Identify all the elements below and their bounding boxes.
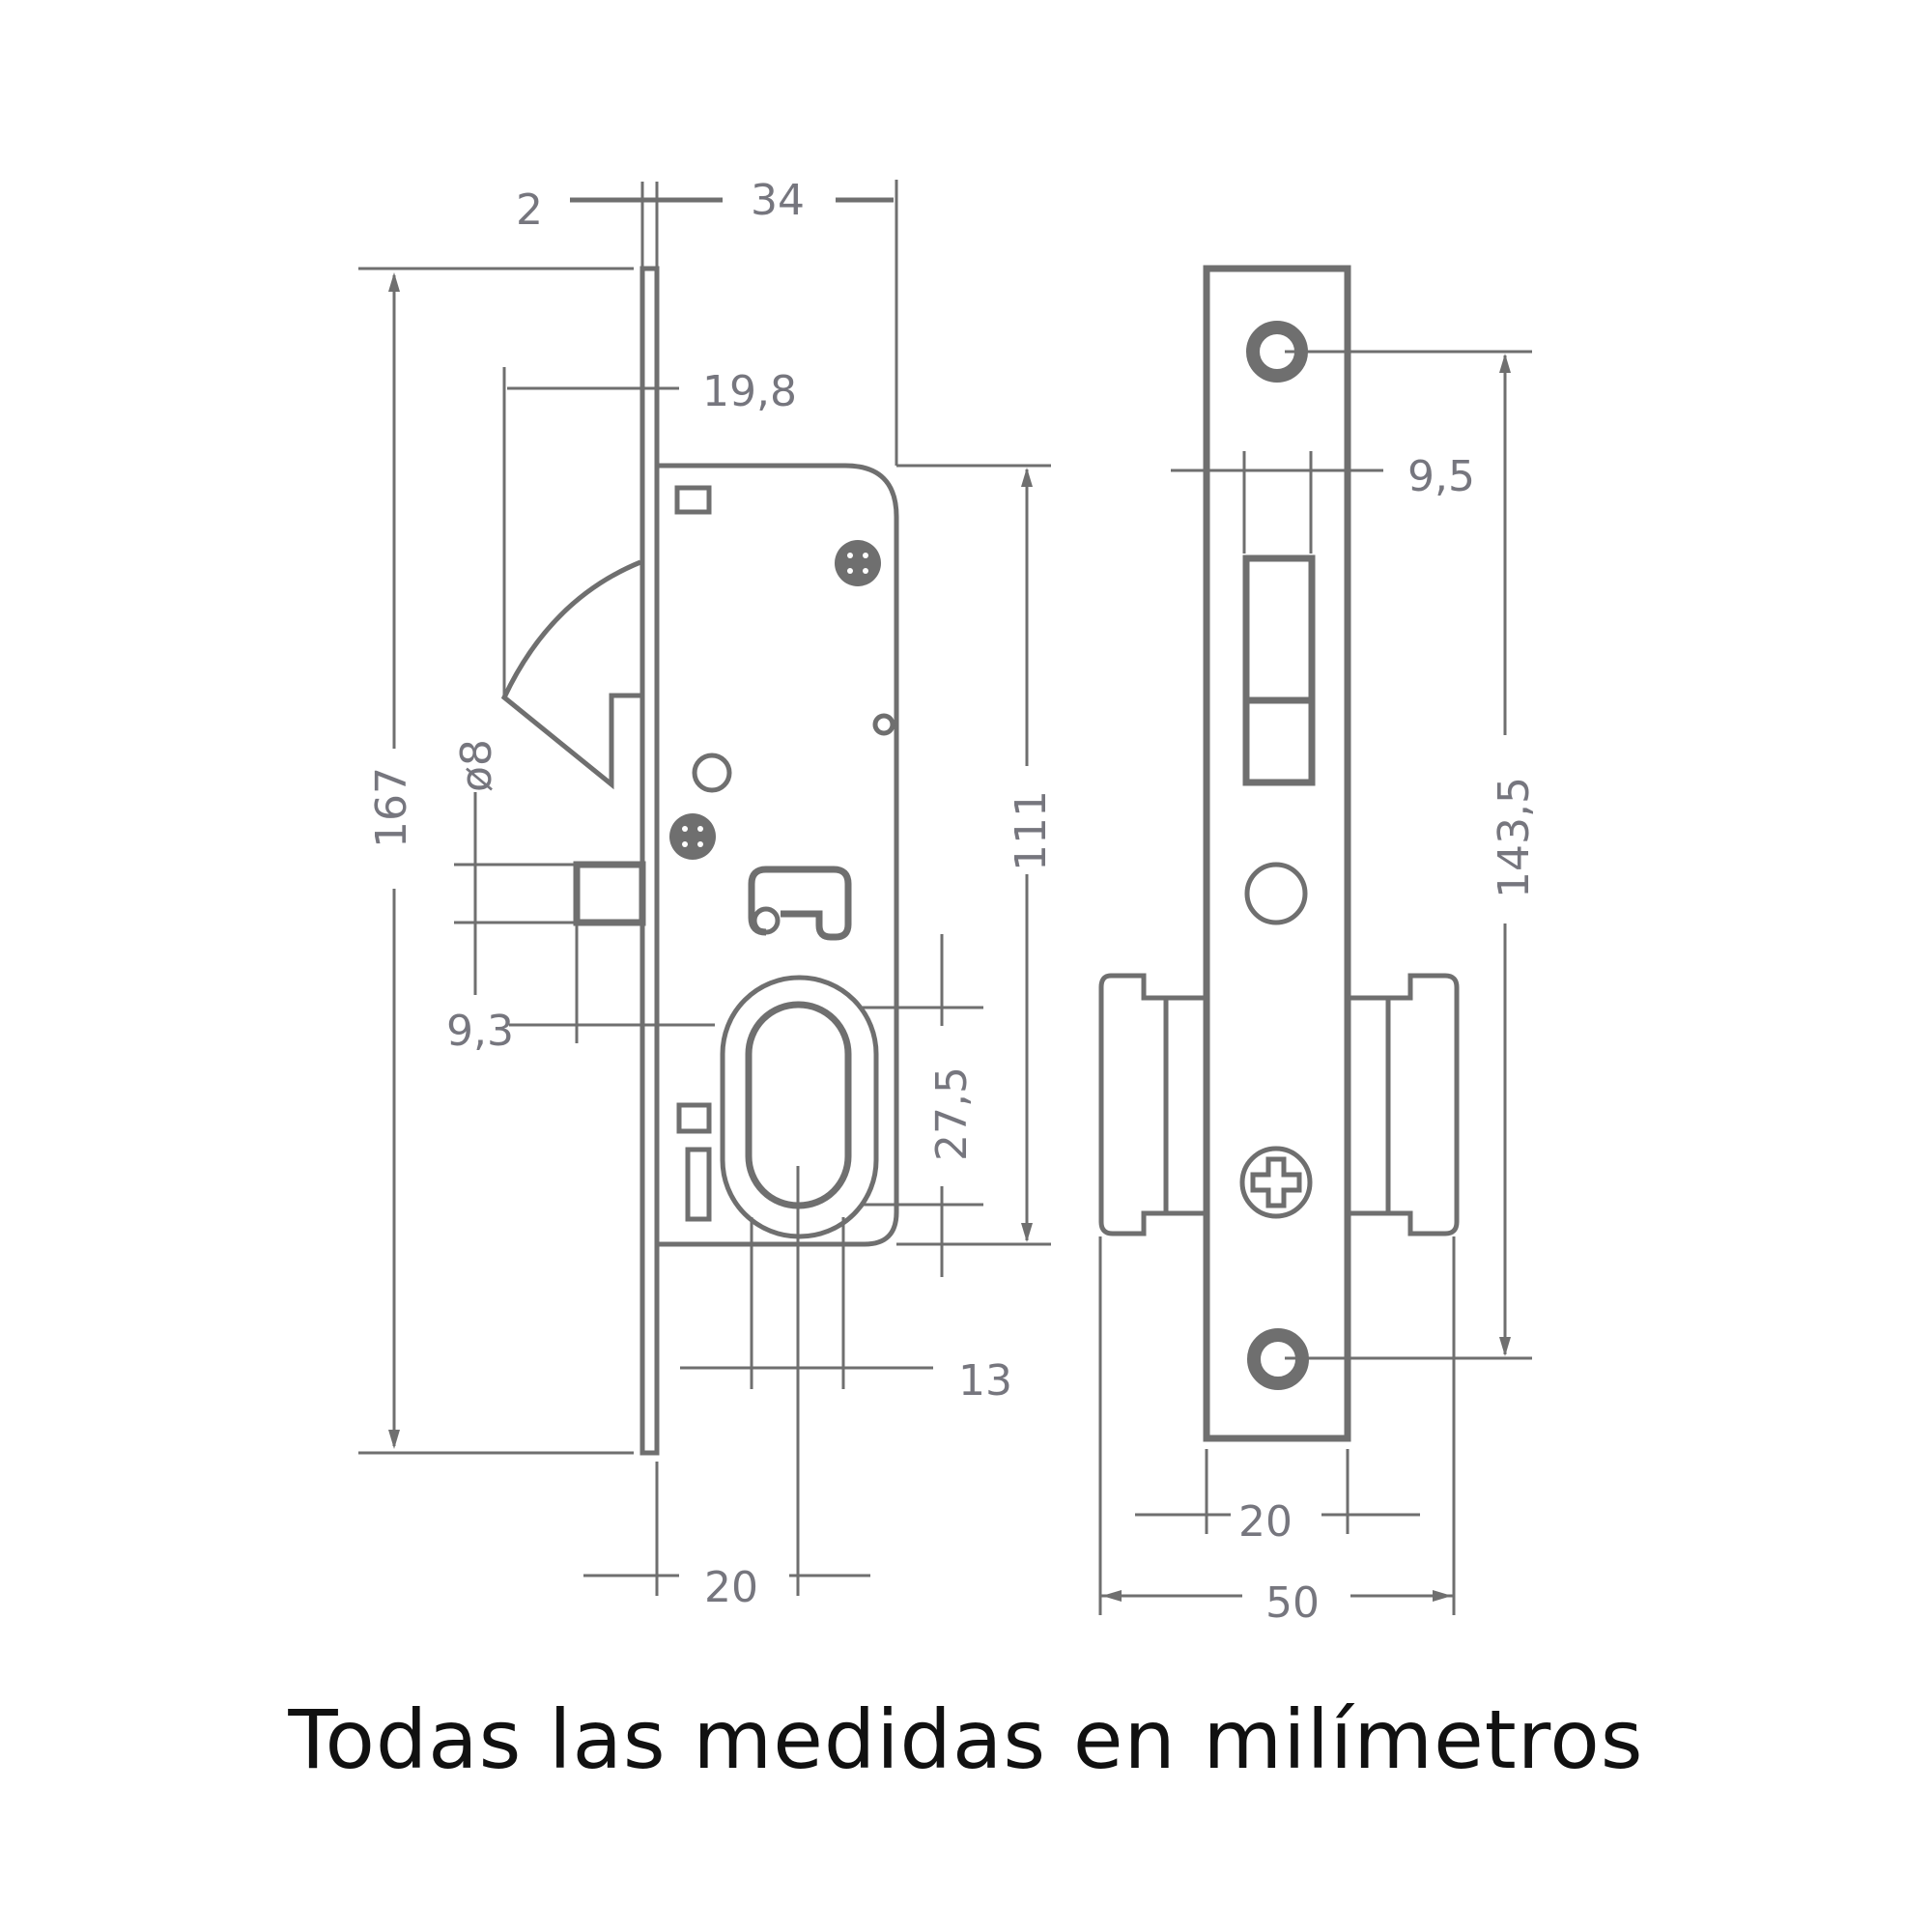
follower-hole <box>752 906 781 935</box>
dim-faceplate-width: 20 <box>1238 1497 1293 1547</box>
dim-latch-width: 9,5 <box>1407 452 1475 501</box>
latch-window <box>1242 554 1316 786</box>
lock-case <box>657 463 899 1247</box>
dim-bolt-diameter: ø8 <box>452 739 501 792</box>
right-thumbturn <box>1348 973 1460 1236</box>
dim-cylinder-height: 27,5 <box>927 1066 977 1161</box>
dim-backset-depth: 34 <box>751 176 805 225</box>
rivet-icon <box>835 540 881 586</box>
dim-faceplate-height: 167 <box>367 767 416 848</box>
follower-cutout <box>748 866 852 941</box>
dim-overall-width: 50 <box>1265 1578 1320 1628</box>
case-slot-top <box>674 485 712 515</box>
case-slot-tall <box>685 1147 712 1222</box>
faceplate-front <box>1203 265 1351 1442</box>
deadbolt <box>573 861 646 926</box>
rivet-icon <box>669 813 716 860</box>
dim-faceplate-thickness: 2 <box>516 185 543 235</box>
faceplate-side <box>639 266 660 1456</box>
pin-hole-small <box>872 713 895 736</box>
side-view: 2 34 167 19,8 ø8 9,3 111 <box>358 176 1056 1612</box>
case-slot-lower <box>676 1102 712 1134</box>
dim-latch-projection: 19,8 <box>702 367 797 416</box>
left-thumbturn <box>1098 973 1206 1236</box>
pin-hole <box>692 753 732 793</box>
hook-latch <box>500 559 641 790</box>
bolt-hole <box>1244 862 1308 925</box>
front-view: 9,5 143,5 20 50 <box>1098 265 1539 1628</box>
units-caption: Todas las medidas en milímetros <box>288 1692 1644 1787</box>
dim-bolt-offset: 9,3 <box>446 1007 514 1056</box>
dim-case-height: 111 <box>1007 790 1056 871</box>
dim-cylinder-width: 13 <box>958 1356 1012 1406</box>
phillips-screw-icon <box>1239 1146 1313 1219</box>
dim-screw-spacing: 143,5 <box>1490 777 1539 898</box>
dim-backset: 20 <box>704 1563 758 1612</box>
